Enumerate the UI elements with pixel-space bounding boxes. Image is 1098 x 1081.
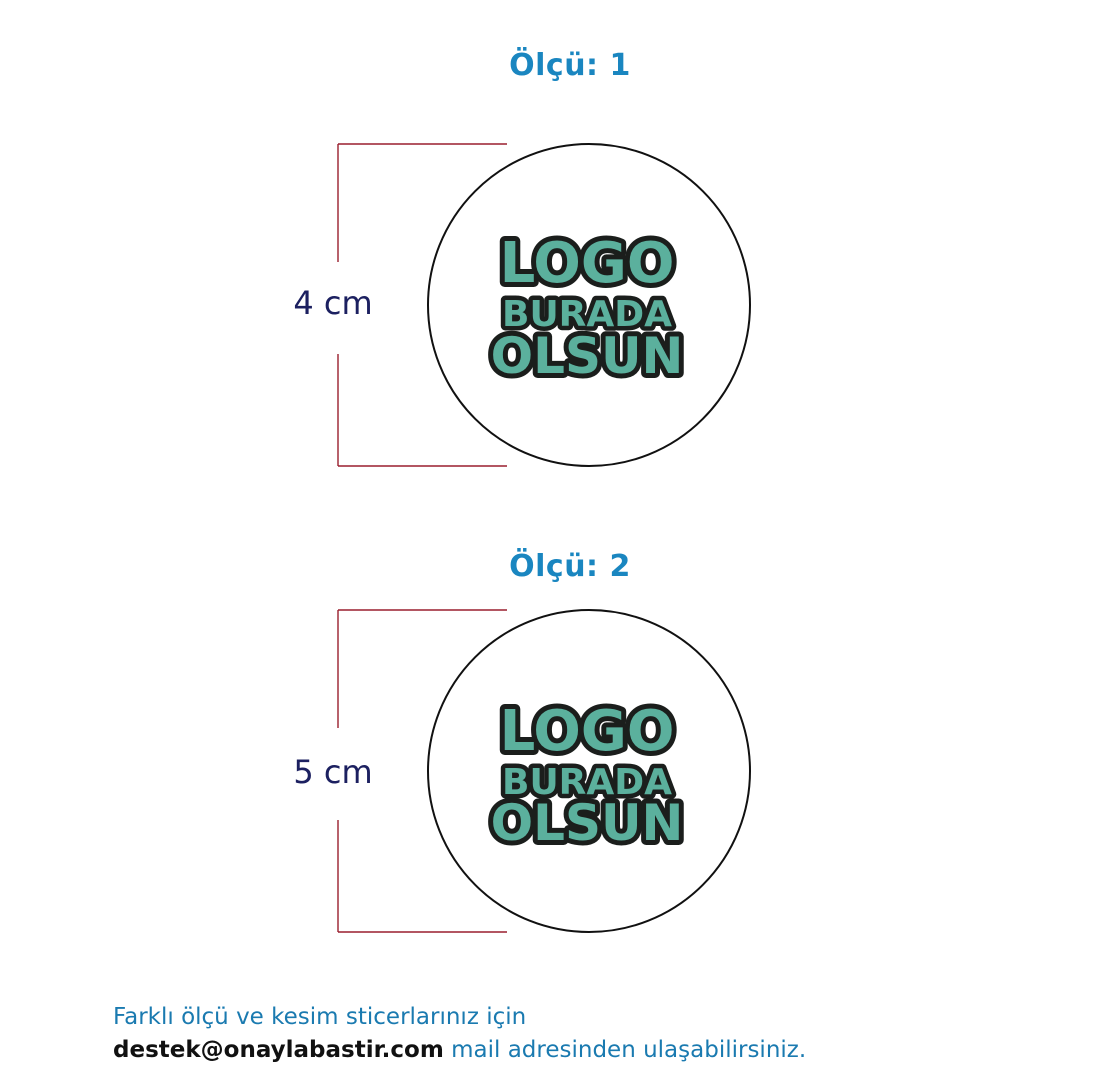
- footer-contact-suffix: mail adresinden ulaşabilirsiniz.: [443, 1037, 807, 1063]
- footer-note: Farklı ölçü ve kesim sticerlarınız için: [113, 1004, 527, 1030]
- size-1-logo-line-2: BURADA: [502, 294, 672, 335]
- size-1-dimension-label: 4 cm: [293, 284, 373, 322]
- size-1-logo-line-1: LOGO: [500, 231, 675, 296]
- size-1-sticker-circle: [427, 143, 751, 467]
- size-2-title: Ölçü: 2: [509, 549, 631, 584]
- size-1-logo-line-3: OLSUN: [491, 327, 684, 385]
- size-2-logo-line-1: LOGO: [500, 699, 675, 764]
- size-2-sticker-circle: [427, 609, 751, 933]
- size-1-title: Ölçü: 1: [509, 48, 631, 83]
- footer-contact: destek@onaylabastir.com mail adresinden …: [113, 1037, 806, 1063]
- support-email[interactable]: destek@onaylabastir.com: [113, 1037, 444, 1063]
- size-2-logo-line-3: OLSUN: [491, 794, 684, 852]
- size-2-logo-line-2: BURADA: [502, 762, 672, 803]
- size-2-logo-placeholder: LOGO BURADA OLSUN: [486, 694, 689, 857]
- size-1-logo-placeholder: LOGO BURADA OLSUN: [486, 226, 689, 390]
- size-2-dimension-label: 5 cm: [293, 753, 373, 791]
